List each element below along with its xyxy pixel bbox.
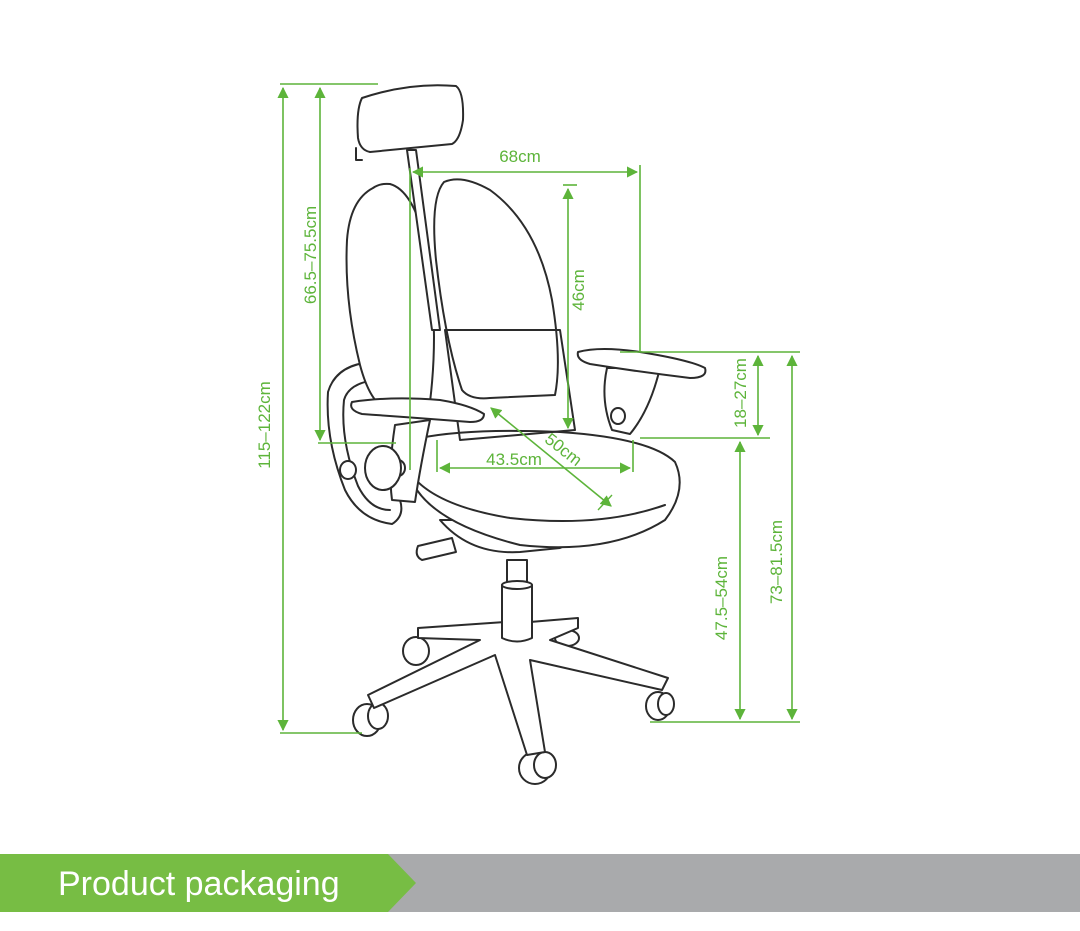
tension-knob [364, 445, 402, 491]
armrest-support-right [603, 367, 661, 435]
banner-title: Product packaging [58, 865, 340, 903]
chair-base [367, 617, 669, 756]
label-overall-width: 68cm [499, 147, 541, 166]
label-back-panel-height: 46cm [569, 269, 588, 311]
headrest [356, 84, 465, 153]
label-armrest-floor-height: 73–81.5cm [767, 520, 786, 604]
label-seat-height: 47.5–54cm [712, 556, 731, 640]
chair-dimension-diagram: 115–122cm 66.5–75.5cm 68cm 46cm 18–27cm … [255, 83, 800, 785]
label-backrest-height: 66.5–75.5cm [301, 206, 320, 304]
banner-green-tab [0, 854, 416, 912]
chair-drawing [326, 84, 707, 785]
label-seat-width: 43.5cm [486, 450, 542, 469]
height-lever [415, 537, 457, 561]
armrest-pad-left [350, 397, 485, 423]
dimension-labels: 115–122cm 66.5–75.5cm 68cm 46cm 18–27cm … [255, 147, 786, 640]
headrest-post [406, 149, 441, 331]
label-armrest-height: 18–27cm [731, 358, 750, 428]
dimension-lines [277, 83, 800, 734]
seat-depth-arrow [490, 407, 612, 507]
armrest-support-left [326, 360, 411, 525]
label-total-height: 115–122cm [255, 381, 274, 469]
section-banner: Product packaging [0, 854, 1080, 912]
gas-cylinder [501, 559, 533, 643]
backrest-panel-right [433, 178, 559, 400]
